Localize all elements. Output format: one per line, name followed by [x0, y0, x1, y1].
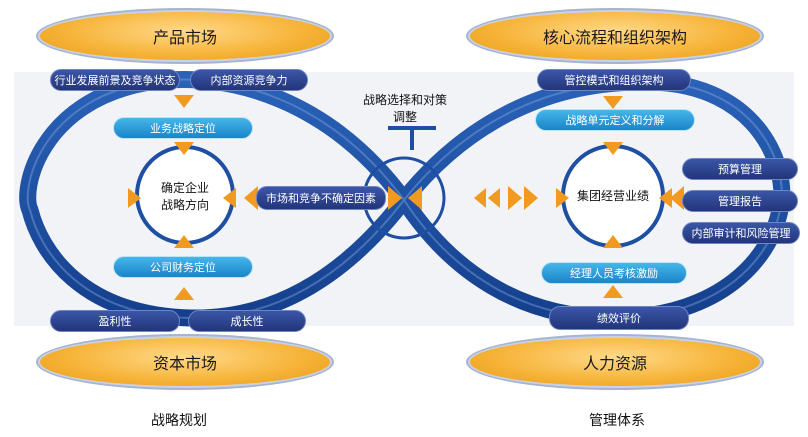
left-arrows: [128, 95, 422, 300]
bar-manager-incentives: 经理人员考核激励: [541, 262, 687, 284]
arrow-up-bottom-left: [174, 287, 194, 300]
product-market-title: 产品市场: [152, 28, 217, 47]
bar-financial-positioning: 公司财务定位: [113, 256, 253, 278]
right-center-text: 集团经营业绩: [576, 189, 649, 203]
arrow-left-ring-right: [223, 188, 236, 208]
tag-profitability: 盈利性: [50, 310, 180, 332]
footer-strategy-planning: 战略规划: [151, 413, 207, 429]
product-market-ellipse: 产品市场: [40, 12, 330, 60]
bar-business-strategy: 业务战略定位: [113, 117, 253, 139]
arrow-down-top-left: [174, 95, 194, 108]
human-resources-ellipse: 人力资源: [470, 338, 760, 386]
bar-market-uncertainty: 市场和竞争不确定因素: [256, 186, 386, 210]
core-process-title: 核心流程和组织架构: [542, 28, 687, 47]
capital-market-title: 资本市场: [152, 354, 217, 373]
capital-market-ellipse: 资本市场: [40, 338, 330, 386]
tag-budget-management: 预算管理: [682, 158, 798, 180]
arrow-up-bottom-right: [603, 285, 623, 298]
tag-strategic-unit: 战略单元定义和分解: [535, 109, 695, 131]
left-center-text: 确定企业 战略方向: [160, 181, 209, 212]
tag-management-report: 管理报告: [682, 190, 798, 212]
tag-performance-evaluation: 绩效评价: [549, 306, 689, 330]
human-resources-title: 人力资源: [582, 354, 647, 373]
tag-internal-resources: 内部资源竞争力: [190, 69, 308, 91]
arrow-center-left: [408, 186, 422, 210]
arrow-left-small-2: [488, 188, 500, 208]
arrow-left-bar: [244, 186, 258, 210]
middle-caption: 战略选择和对策 调整: [362, 93, 447, 124]
arrow-down-ring-top-right: [603, 142, 623, 155]
tag-industry-outlook: 行业发展前景及竞争状态: [50, 69, 180, 91]
right-arrows: [556, 96, 684, 298]
tag-growth: 成长性: [188, 310, 306, 332]
arrow-right-ring-left: [128, 188, 141, 208]
arrow-down-ring-top: [174, 142, 194, 155]
loop-highlight: [26, 78, 783, 320]
arrow-right-small: [508, 186, 522, 210]
arrow-right-ring-left-r: [556, 188, 569, 208]
arrow-center-right: [388, 186, 402, 210]
arrow-down-top-right: [603, 96, 623, 109]
arrow-up-ring-bottom-right: [603, 235, 623, 248]
arrow-right-small-2: [524, 186, 538, 210]
infinity-loop: [19, 71, 791, 327]
arrow-left-small: [474, 188, 486, 208]
tag-governance-structure: 管控模式和组织架构: [537, 69, 691, 91]
arrow-up-ring-bottom: [174, 235, 194, 248]
middle-right-arrows: [474, 186, 538, 210]
tag-internal-audit: 内部审计和风险管理: [682, 222, 800, 244]
arrow-left-ring-right-r: [659, 188, 672, 208]
arrow-left-side: [670, 186, 684, 210]
footer-management-system: 管理体系: [589, 413, 645, 429]
core-process-ellipse: 核心流程和组织架构: [470, 12, 760, 60]
